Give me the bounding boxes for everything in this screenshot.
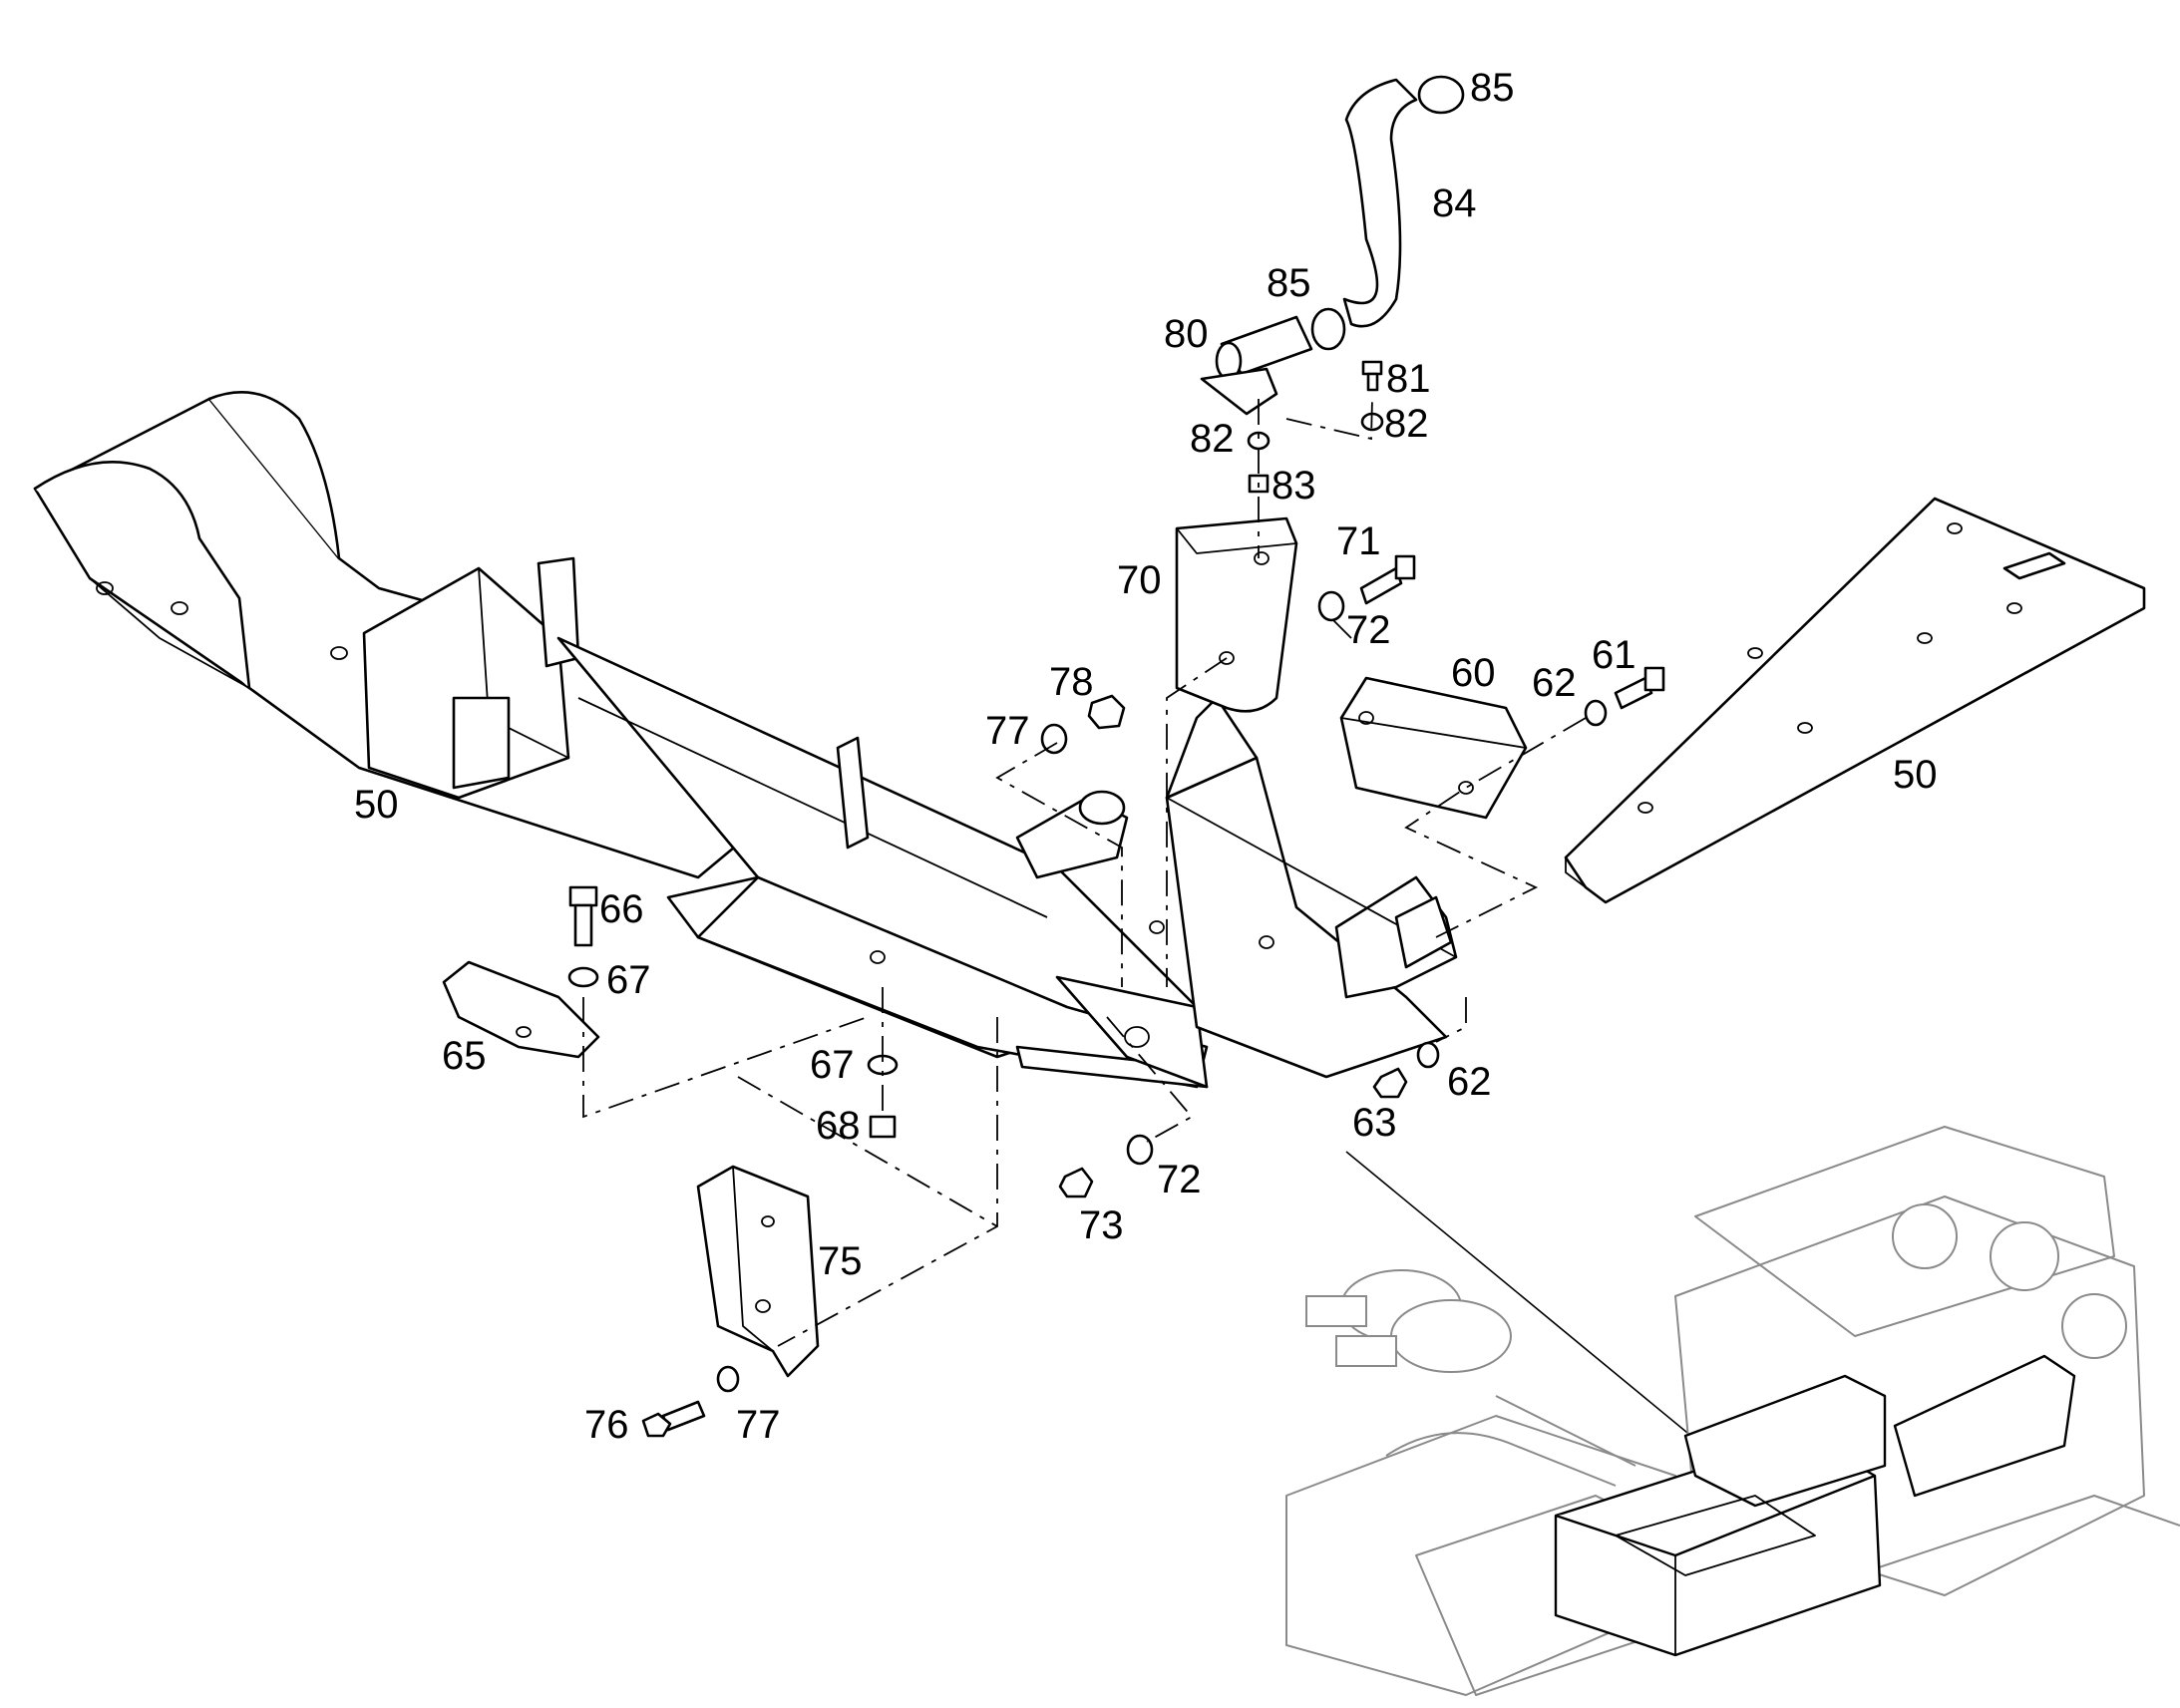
- label-82-left: 82: [1190, 417, 1235, 461]
- label-72-lower: 72: [1157, 1158, 1202, 1201]
- label-82-right: 82: [1384, 402, 1429, 446]
- label-65: 65: [442, 1034, 487, 1078]
- label-85-mid: 85: [1267, 261, 1311, 305]
- label-84: 84: [1432, 181, 1477, 225]
- part-65-bracket: [442, 960, 600, 1059]
- label-50-right: 50: [1893, 753, 1938, 797]
- label-72-upper: 72: [1346, 608, 1391, 652]
- label-77-lower: 77: [736, 1403, 781, 1447]
- label-68: 68: [816, 1104, 861, 1148]
- label-62-upper: 62: [1532, 661, 1577, 705]
- part-50-plate: [1564, 497, 2146, 904]
- label-85-top: 85: [1470, 66, 1515, 110]
- label-60: 60: [1451, 651, 1496, 695]
- label-50-left: 50: [354, 783, 399, 827]
- label-81: 81: [1386, 357, 1431, 401]
- label-67-upper: 67: [606, 958, 651, 1002]
- part-75-bracket: [696, 1165, 820, 1378]
- label-70: 70: [1117, 558, 1162, 602]
- label-80: 80: [1164, 312, 1209, 356]
- label-76: 76: [584, 1403, 629, 1447]
- label-67-lower: 67: [810, 1043, 855, 1087]
- assembly-lines: [582, 398, 1587, 1347]
- label-83: 83: [1272, 464, 1316, 508]
- label-63: 63: [1352, 1101, 1397, 1145]
- part-70-cover: [1175, 516, 1298, 713]
- label-78: 78: [1049, 660, 1094, 704]
- label-71: 71: [1336, 519, 1381, 563]
- label-75: 75: [818, 1239, 863, 1283]
- label-77-upper: 77: [985, 709, 1030, 753]
- location-inset: [1285, 1126, 2180, 1696]
- part-50-frame: [33, 391, 1458, 1089]
- label-73: 73: [1079, 1203, 1124, 1247]
- part-labels: 50 50 60 61 62 62 63 65 66 67 67 68 70 7…: [354, 66, 1938, 1447]
- part-60-bracket: [1339, 676, 1528, 820]
- label-66: 66: [599, 887, 644, 931]
- label-61: 61: [1592, 633, 1636, 677]
- label-62-lower: 62: [1447, 1060, 1492, 1104]
